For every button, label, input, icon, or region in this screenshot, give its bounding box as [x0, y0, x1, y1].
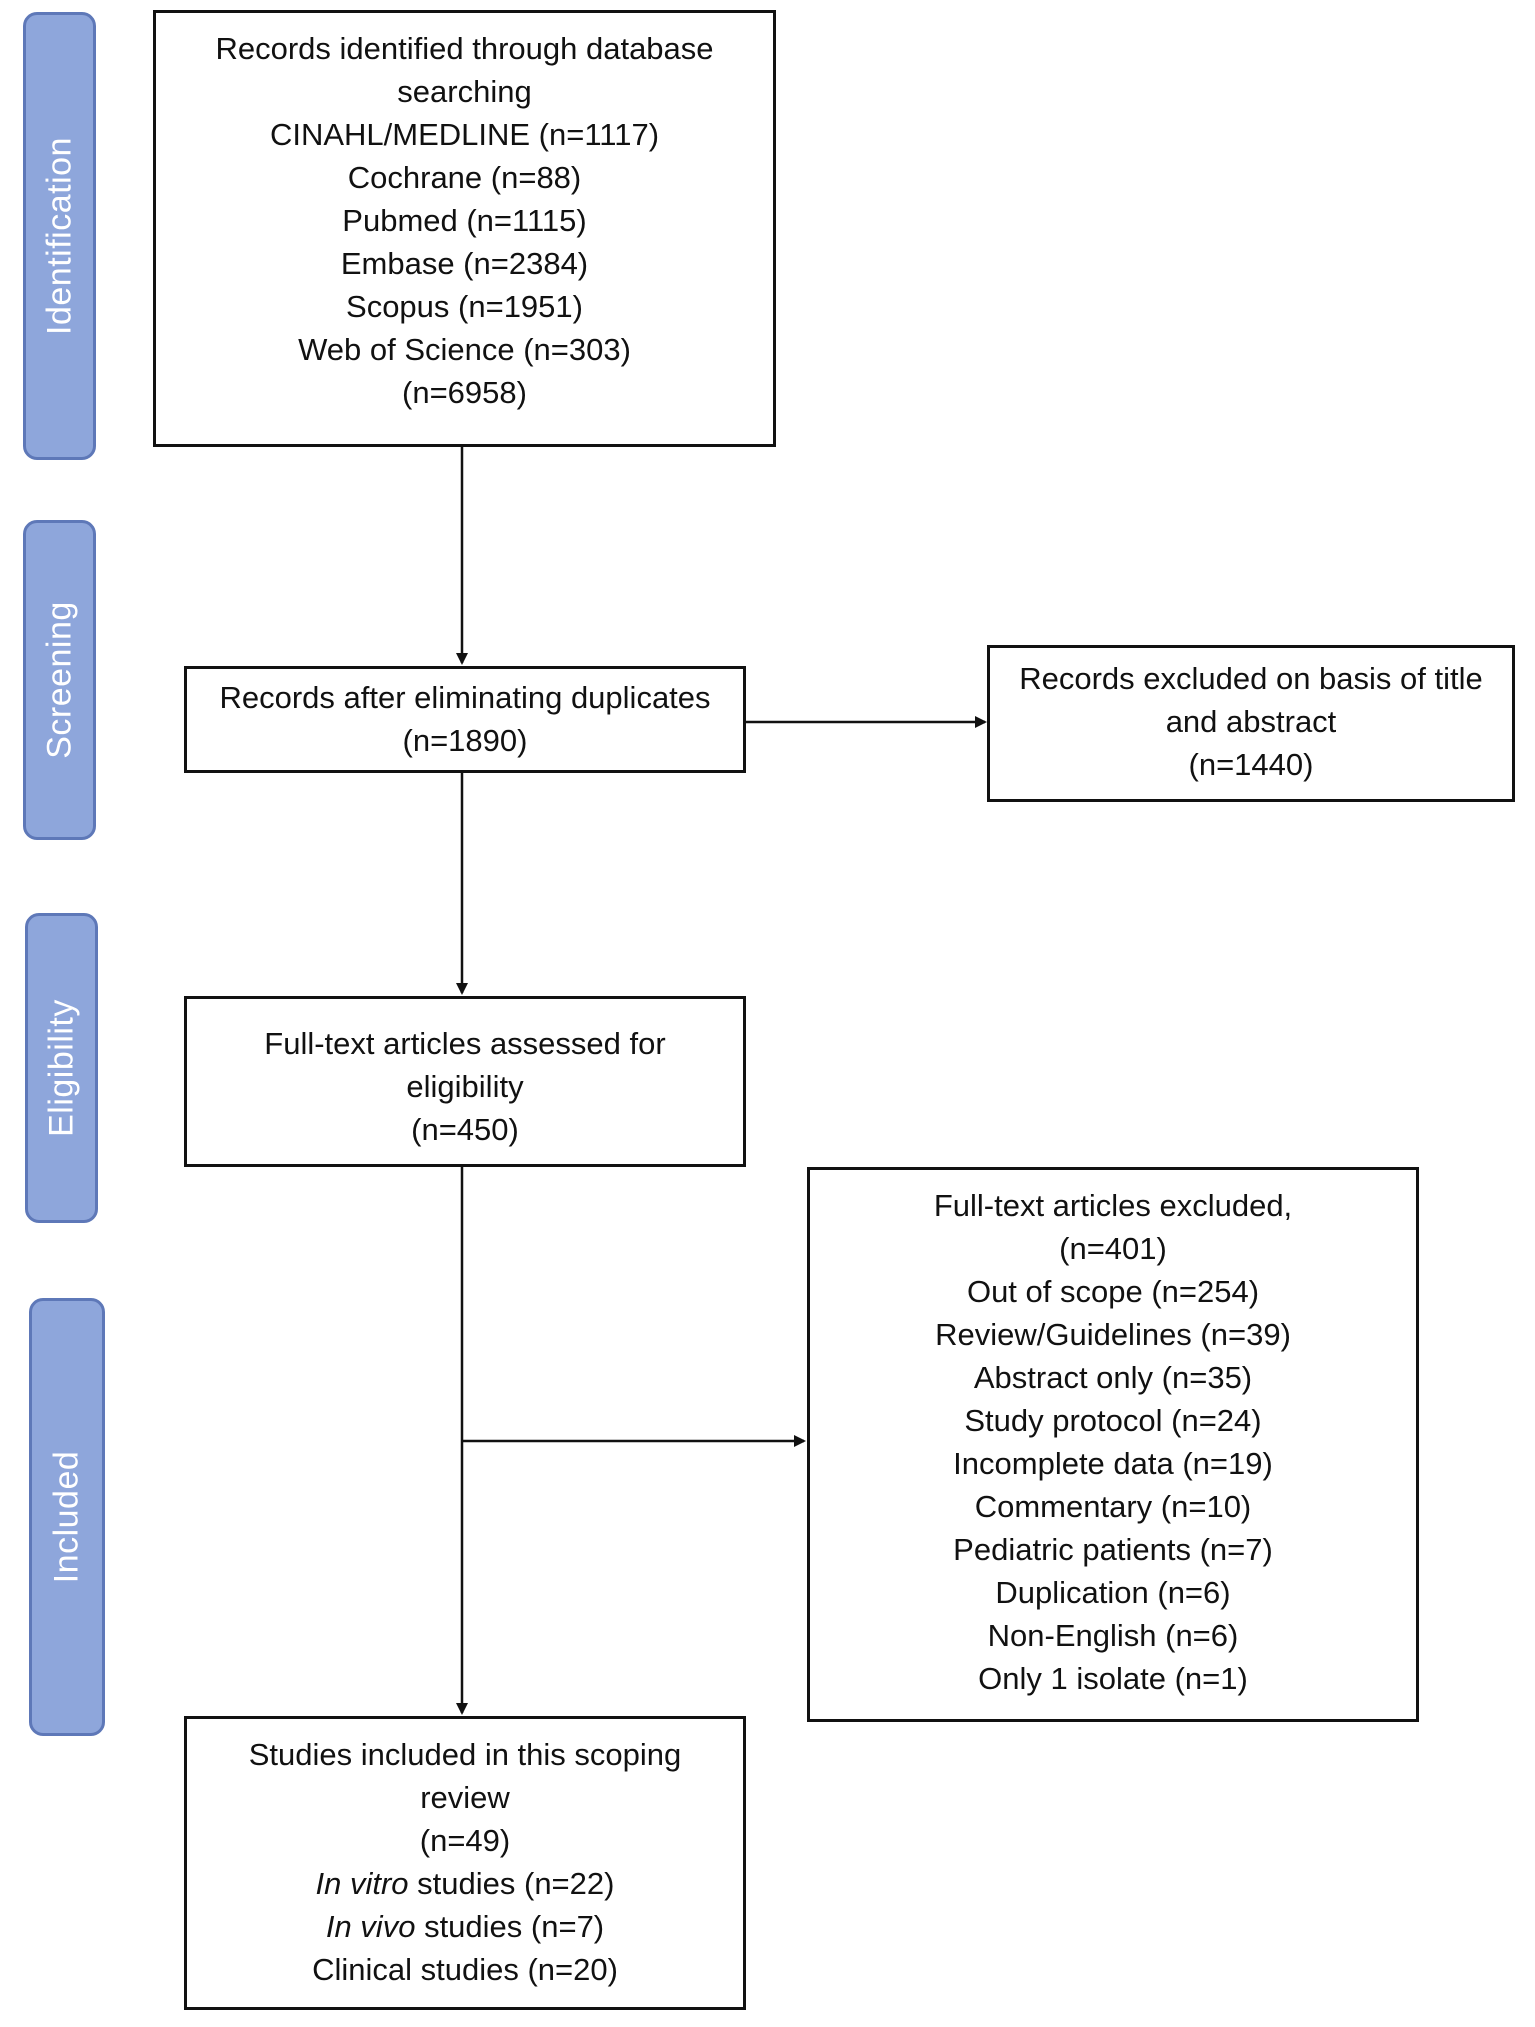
box-after-duplicates: Records after eliminating duplicates (n=… — [184, 666, 746, 773]
phase-included: Included — [29, 1298, 105, 1736]
fte-only-1-isolate: Only 1 isolate (n=1) — [978, 1661, 1248, 1696]
included-total: (n=49) — [419, 1823, 511, 1858]
box-full-text-excluded: Full-text articles excluded, (n=401) Out… — [807, 1167, 1419, 1722]
phase-screening: Screening — [23, 520, 96, 840]
in-vitro-count: studies (n=22) — [408, 1866, 615, 1901]
fte-pediatric: Pediatric patients (n=7) — [953, 1532, 1273, 1567]
full-text-assessed-count: (n=450) — [411, 1112, 519, 1147]
included-in-vitro: In vitro studies (n=22) — [316, 1862, 615, 1905]
identified-wos: Web of Science (n=303) — [298, 332, 631, 367]
fte-duplication: Duplication (n=6) — [995, 1575, 1231, 1610]
box-studies-included: Studies included in this scoping review … — [184, 1716, 746, 2010]
excluded-title-text: Records excluded on basis of title and a… — [1019, 661, 1483, 739]
in-vivo-count: studies (n=7) — [415, 1909, 605, 1944]
fte-incomplete-data: Incomplete data (n=19) — [953, 1446, 1273, 1481]
phase-identification: Identification — [23, 12, 96, 460]
included-clinical: Clinical studies (n=20) — [312, 1952, 618, 1987]
in-vitro-italic: In vitro — [315, 1866, 409, 1901]
after-duplicates-count: (n=1890) — [402, 723, 528, 758]
fte-total: (n=401) — [1059, 1231, 1167, 1266]
fte-commentary: Commentary (n=10) — [974, 1489, 1252, 1524]
identified-cochrane: Cochrane (n=88) — [347, 160, 582, 195]
box-records-identified: Records identified through database sear… — [153, 10, 776, 447]
full-text-assessed-title: Full-text articles assessed for eligibil… — [264, 1026, 666, 1104]
fte-non-english: Non-English (n=6) — [987, 1618, 1239, 1653]
identified-cinahl: CINAHL/MEDLINE (n=1117) — [269, 117, 660, 152]
after-duplicates-title: Records after eliminating duplicates — [219, 680, 711, 715]
identified-title: Records identified through database sear… — [215, 31, 714, 109]
box-full-text-assessed: Full-text articles assessed for eligibil… — [184, 996, 746, 1167]
phase-eligibility: Eligibility — [25, 913, 98, 1223]
identified-embase: Embase (n=2384) — [340, 246, 589, 281]
included-title: Studies included in this scoping review — [248, 1737, 682, 1815]
in-vivo-italic: In vivo — [325, 1909, 416, 1944]
fte-out-of-scope: Out of scope (n=254) — [966, 1274, 1260, 1309]
fte-study-protocol: Study protocol (n=24) — [964, 1403, 1262, 1438]
fte-review-guidelines: Review/Guidelines (n=39) — [935, 1317, 1291, 1352]
fte-title: Full-text articles excluded, — [933, 1188, 1293, 1223]
excluded-title-count: (n=1440) — [1188, 747, 1314, 782]
box-excluded-title-abstract: Records excluded on basis of title and a… — [987, 645, 1515, 802]
fte-abstract-only: Abstract only (n=35) — [973, 1360, 1253, 1395]
identified-scopus: Scopus (n=1951) — [346, 289, 583, 324]
identified-total: (n=6958) — [402, 375, 527, 410]
identified-pubmed: Pubmed (n=1115) — [342, 203, 587, 238]
included-in-vivo: In vivo studies (n=7) — [326, 1905, 604, 1948]
